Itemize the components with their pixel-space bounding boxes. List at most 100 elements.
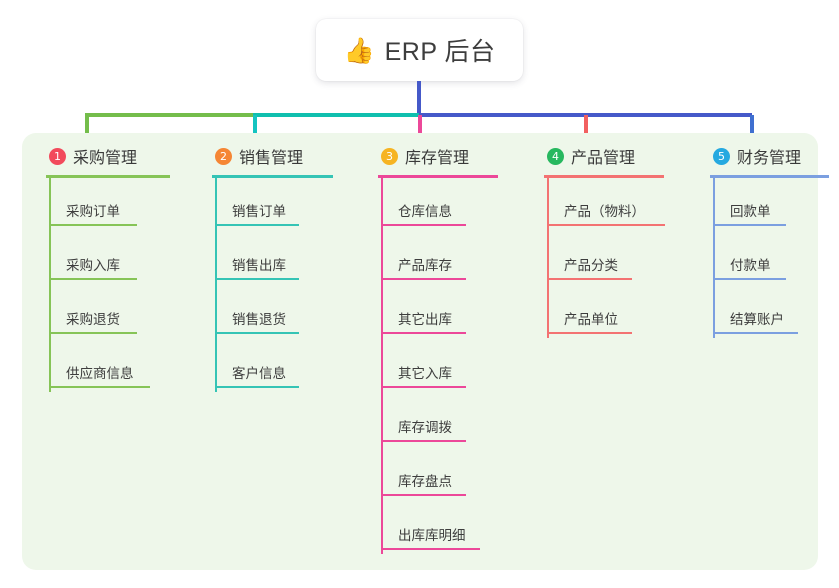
branch-number-badge-purchase: 1 xyxy=(49,147,66,165)
branch-item-underline xyxy=(713,332,798,334)
branch-item-label: 出库库明细 xyxy=(398,528,466,543)
branch-item-label: 采购订单 xyxy=(66,204,120,219)
branch-item-label: 回款单 xyxy=(730,204,771,219)
branch-number-badge-product: 4 xyxy=(547,147,564,165)
branch-item[interactable]: 产品库存 xyxy=(381,232,533,286)
branch-item[interactable]: 库存盘点 xyxy=(381,448,533,502)
branch-item[interactable]: 销售订单 xyxy=(215,178,367,232)
branch-item-underline xyxy=(547,332,632,334)
branch-items-sales: 销售订单销售出库销售退货客户信息 xyxy=(215,178,367,394)
branch-item[interactable]: 仓库信息 xyxy=(381,178,533,232)
branch-title-finance: 财务管理 xyxy=(737,150,802,167)
branch-item[interactable]: 其它入库 xyxy=(381,340,533,394)
branch-item-underline xyxy=(215,278,299,280)
branch-item-underline xyxy=(49,278,137,280)
branch-underline-product xyxy=(544,175,664,178)
branch-item-underline xyxy=(381,224,466,226)
branch-item[interactable]: 销售出库 xyxy=(215,232,367,286)
branch-spine-finance xyxy=(713,178,715,338)
branch-header-finance[interactable]: 5 财务管理 xyxy=(700,143,839,169)
branch-item[interactable]: 采购入库 xyxy=(49,232,201,286)
branch-item-label: 付款单 xyxy=(730,258,771,273)
branch-column-finance: 5 财务管理回款单付款单结算账户 xyxy=(700,143,839,340)
branch-header-product[interactable]: 4 产品管理 xyxy=(534,143,699,169)
branch-item-label: 销售退货 xyxy=(232,312,286,327)
branch-items-product: 产品（物料） 产品分类产品单位 xyxy=(547,178,699,340)
branch-item-underline xyxy=(381,440,466,442)
branch-item-underline xyxy=(713,278,786,280)
branch-item-underline xyxy=(49,386,150,388)
branch-item[interactable]: 库存调拨 xyxy=(381,394,533,448)
branch-item-underline xyxy=(49,224,137,226)
drop-finance xyxy=(750,115,754,135)
branch-column-product: 4 产品管理产品（物料） 产品分类产品单位 xyxy=(534,143,699,340)
branch-item[interactable]: 结算账户 xyxy=(713,286,839,340)
branch-item[interactable]: 采购订单 xyxy=(49,178,201,232)
branch-item-underline xyxy=(713,224,786,226)
root-node[interactable]: 👍 ERP 后台 xyxy=(316,19,523,81)
branch-item[interactable]: 采购退货 xyxy=(49,286,201,340)
branch-items-inventory: 仓库信息产品库存其它出库其它入库库存调拨库存盘点出库库明细 xyxy=(381,178,533,556)
branch-item-underline xyxy=(49,332,137,334)
drop-inventory xyxy=(418,115,422,135)
branch-spine-product xyxy=(547,178,549,338)
branch-header-purchase[interactable]: 1 采购管理 xyxy=(36,143,201,169)
branch-item-label: 结算账户 xyxy=(730,312,784,327)
branch-item-label: 采购入库 xyxy=(66,258,120,273)
bar-green xyxy=(85,113,255,117)
branches-panel: 1 采购管理采购订单采购入库采购退货供应商信息 2 销售管理销售订单销售出库销售退货客… xyxy=(22,133,829,570)
branch-column-sales: 2 销售管理销售订单销售出库销售退货客户信息 xyxy=(202,143,367,394)
branch-header-sales[interactable]: 2 销售管理 xyxy=(202,143,367,169)
branch-title-inventory: 库存管理 xyxy=(405,150,470,167)
branch-item-label: 销售订单 xyxy=(232,204,286,219)
branch-item-underline xyxy=(547,278,632,280)
branch-number-badge-sales: 2 xyxy=(215,147,232,165)
root-stem-connector xyxy=(417,81,421,117)
branch-item[interactable]: 客户信息 xyxy=(215,340,367,394)
branch-spine-inventory xyxy=(381,178,383,554)
branch-title-product: 产品管理 xyxy=(571,150,636,167)
branch-underline-purchase xyxy=(46,175,170,178)
branch-item-label: 产品单位 xyxy=(564,312,618,327)
branch-item-underline xyxy=(215,332,299,334)
branch-item[interactable]: 付款单 xyxy=(713,232,839,286)
branch-item[interactable]: 产品单位 xyxy=(547,286,699,340)
branch-item-underline xyxy=(215,386,299,388)
branch-item[interactable]: 供应商信息 xyxy=(49,340,201,394)
branch-item-label: 其它入库 xyxy=(398,366,452,381)
branch-item-label: 采购退货 xyxy=(66,312,120,327)
branch-item-label: 库存盘点 xyxy=(398,474,452,489)
branch-item-label: 产品库存 xyxy=(398,258,452,273)
branch-item[interactable]: 产品（物料） xyxy=(547,178,699,232)
branch-item-underline xyxy=(381,386,466,388)
branch-title-sales: 销售管理 xyxy=(239,150,304,167)
branch-item[interactable]: 产品分类 xyxy=(547,232,699,286)
branch-item-underline xyxy=(381,548,480,550)
branch-columns: 1 采购管理采购订单采购入库采购退货供应商信息 2 销售管理销售订单销售出库销售退货客… xyxy=(22,133,829,570)
branch-item-underline xyxy=(381,278,466,280)
branch-item-label: 产品（物料） xyxy=(564,204,645,219)
branch-item-label: 供应商信息 xyxy=(66,366,134,381)
branch-spine-sales xyxy=(215,178,217,392)
drop-product xyxy=(584,115,588,135)
drop-sales xyxy=(253,115,257,135)
branch-title-purchase: 采购管理 xyxy=(73,150,138,167)
branch-item-underline xyxy=(381,494,466,496)
branch-item-label: 产品分类 xyxy=(564,258,618,273)
branch-spine-purchase xyxy=(49,178,51,392)
branch-item[interactable]: 出库库明细 xyxy=(381,502,533,556)
branch-item[interactable]: 销售退货 xyxy=(215,286,367,340)
branch-number-badge-finance: 5 xyxy=(713,147,730,165)
branch-item-label: 其它出库 xyxy=(398,312,452,327)
bar-teal xyxy=(253,113,421,117)
branch-item-underline xyxy=(215,224,299,226)
branch-item[interactable]: 回款单 xyxy=(713,178,839,232)
thumbs-up-icon: 👍 xyxy=(343,35,375,65)
branch-item[interactable]: 其它出库 xyxy=(381,286,533,340)
branch-items-finance: 回款单付款单结算账户 xyxy=(713,178,839,340)
branch-items-purchase: 采购订单采购入库采购退货供应商信息 xyxy=(49,178,201,394)
branch-item-label: 客户信息 xyxy=(232,366,286,381)
